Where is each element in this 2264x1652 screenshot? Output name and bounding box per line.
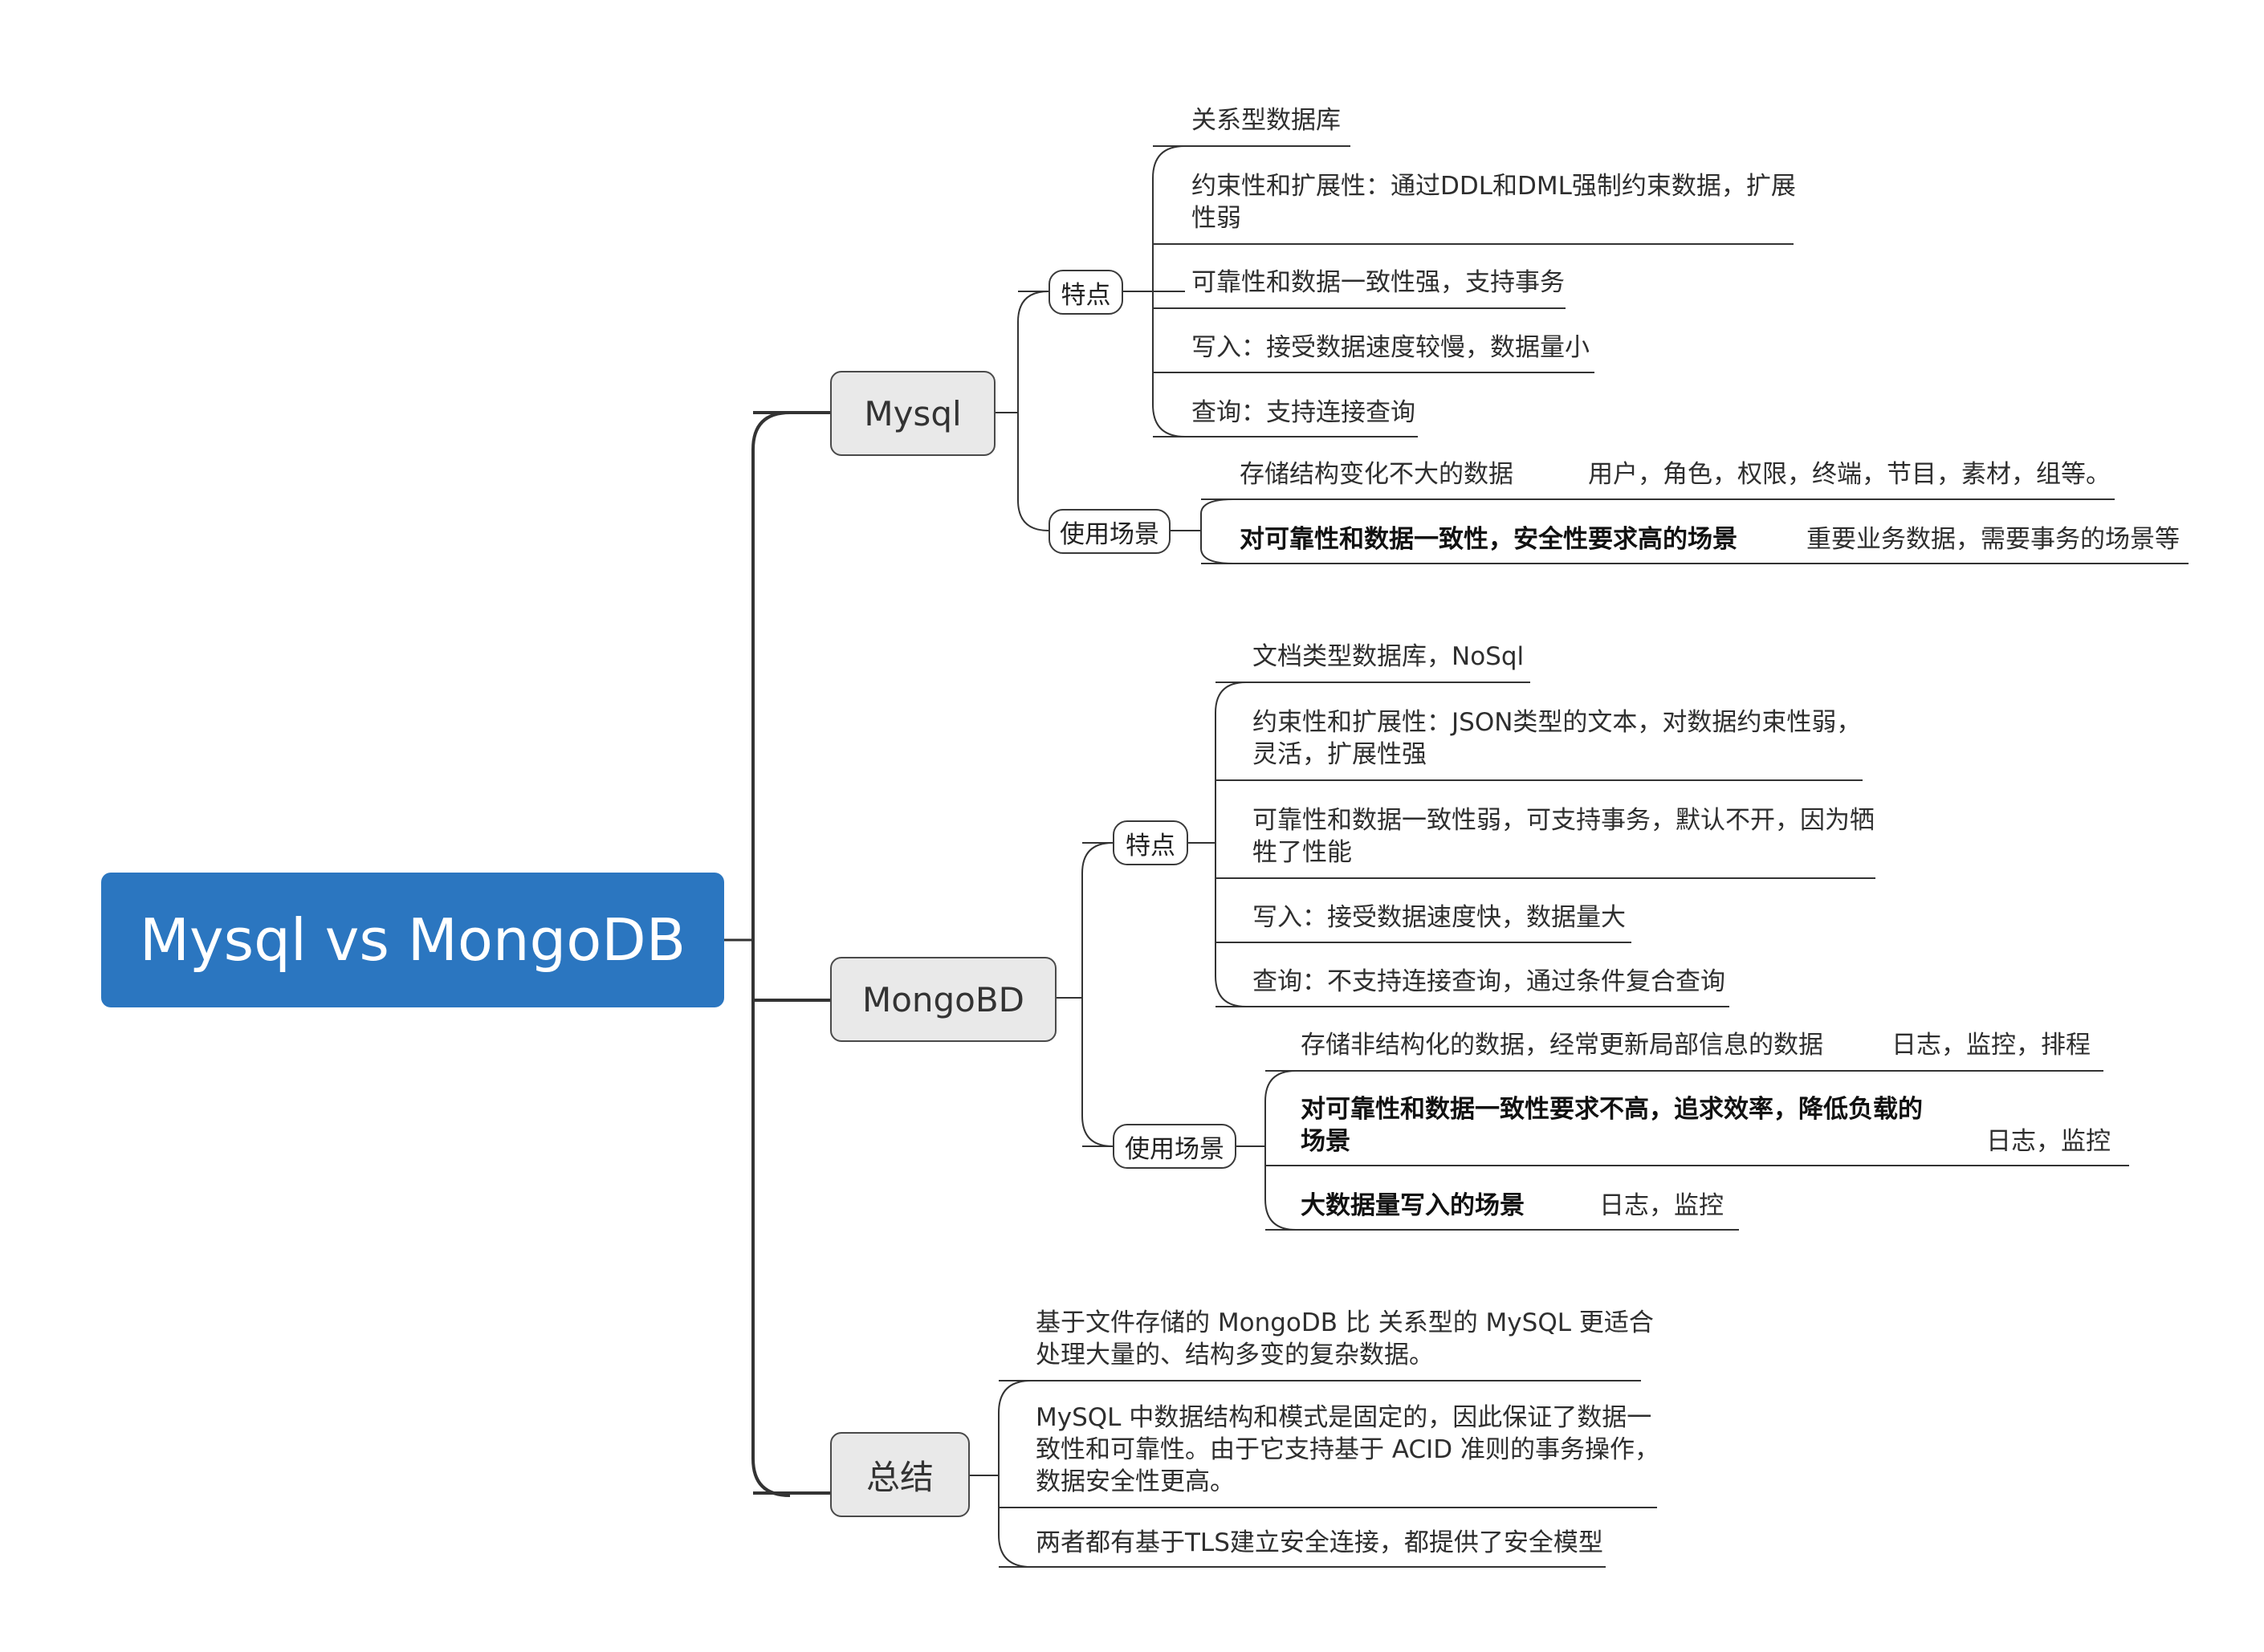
mysql-scene-text: 对可靠性和数据一致性，安全性要求高的场景 — [1240, 525, 1737, 554]
summary-item: MySQL 中数据结构和模式是固定的，因此保证了数据一 — [1036, 1403, 1652, 1432]
root-node[interactable]: Mysql vs MongoDB — [101, 873, 724, 1007]
mongo-feature-item: 牲了性能 — [1252, 838, 1352, 867]
mongo-scene-text: 大数据量写入的场景 — [1301, 1191, 1525, 1220]
branch-mongobd-label: MongoBD — [861, 979, 1025, 1019]
mongo-scenes-node[interactable]: 使用场景 — [1113, 1124, 1236, 1169]
summary-item: 处理大量的、结构多变的复杂数据。 — [1036, 1341, 1434, 1369]
mongo-features-label: 特点 — [1126, 831, 1175, 861]
mysql-scene-text: 存储结构变化不大的数据 — [1240, 460, 1513, 489]
mysql-features-label: 特点 — [1061, 280, 1111, 310]
mysql-scenes-label: 使用场景 — [1060, 519, 1159, 549]
root-title: Mysql vs MongoDB — [139, 906, 686, 974]
mongo-scene-text: 场景 — [1301, 1127, 1350, 1156]
summary-item: 基于文件存储的 MongoDB 比 关系型的 MySQL 更适合 — [1036, 1308, 1654, 1337]
mysql-feature-item: 性弱 — [1191, 204, 1241, 233]
branch-summary-label: 总结 — [865, 1457, 934, 1497]
mysql-feature-item: 可靠性和数据一致性强，支持事务 — [1191, 268, 1565, 297]
mysql-feature-item: 写入：接受数据速度较慢，数据量小 — [1191, 333, 1590, 362]
mongo-scene-example: 日志，监控，排程 — [1891, 1031, 2091, 1060]
mongo-scene-example: 日志，监控 — [1986, 1127, 2111, 1156]
mysql-scene-example: 用户，角色，权限，终端，节目，素材，组等。 — [1588, 460, 2111, 489]
mongo-scene-text: 存储非结构化的数据，经常更新局部信息的数据 — [1301, 1031, 1823, 1060]
mongo-feature-item: 文档类型数据库，NoSql — [1252, 642, 1525, 671]
mysql-features-node[interactable]: 特点 — [1049, 270, 1123, 315]
mongo-feature-item: 约束性和扩展性：JSON类型的文本，对数据约束性弱， — [1252, 708, 1862, 737]
mongo-scene-example: 日志，监控 — [1599, 1191, 1724, 1220]
mongo-feature-item: 写入：接受数据速度快，数据量大 — [1252, 903, 1626, 932]
mysql-scenes-node[interactable]: 使用场景 — [1049, 509, 1171, 554]
mongo-scenes-label: 使用场景 — [1125, 1134, 1224, 1164]
mongo-feature-item: 灵活，扩展性强 — [1252, 740, 1427, 769]
mongo-feature-item: 可靠性和数据一致性弱，可支持事务，默认不开，因为牺 — [1252, 806, 1875, 835]
mysql-feature-item: 约束性和扩展性：通过DDL和DML强制约束数据，扩展 — [1191, 172, 1796, 201]
summary-item: 两者都有基于TLS建立安全连接，都提供了安全模型 — [1036, 1528, 1603, 1557]
branch-mysql-label: Mysql — [864, 393, 962, 433]
mysql-scene-example: 重要业务数据，需要事务的场景等 — [1806, 525, 2180, 554]
summary-item: 数据安全性更高。 — [1036, 1467, 1235, 1496]
mysql-feature-item: 查询：支持连接查询 — [1191, 398, 1415, 427]
branch-mongobd[interactable]: MongoBD — [830, 957, 1057, 1042]
summary-item: 致性和可靠性。由于它支持基于 ACID 准则的事务操作， — [1036, 1435, 1660, 1464]
mongo-scene-text: 对可靠性和数据一致性要求不高，追求效率，降低负载的 — [1301, 1095, 1923, 1124]
mongo-feature-item: 查询：不支持连接查询，通过条件复合查询 — [1252, 967, 1725, 996]
mongo-features-node[interactable]: 特点 — [1113, 820, 1188, 865]
mysql-feature-item: 关系型数据库 — [1191, 106, 1341, 135]
branch-mysql[interactable]: Mysql — [830, 371, 996, 456]
branch-summary[interactable]: 总结 — [830, 1432, 970, 1517]
